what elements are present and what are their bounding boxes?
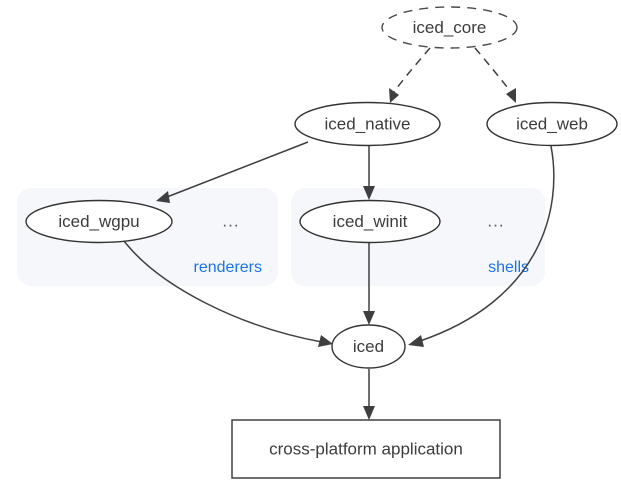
arrow-head-icon: [363, 311, 375, 325]
node-iced-native-shape[interactable]: [294, 101, 441, 147]
node-application-shape[interactable]: [231, 419, 501, 479]
node-iced-web-shape[interactable]: [486, 101, 618, 147]
edge-iced-native-to-iced-winit: [363, 146, 375, 200]
edge-iced-native-to-iced-wgpu: [156, 141, 309, 203]
edge-path: [166, 141, 309, 198]
node-iced-wgpu-label: iced_wgpu: [58, 212, 139, 231]
node-iced-winit-shape[interactable]: [299, 199, 441, 244]
node-iced-web-label: iced_web: [516, 114, 588, 133]
edge-iced-core-to-iced-native: [389, 47, 431, 103]
node-iced-winit[interactable]: iced_winit: [299, 199, 441, 244]
arrow-head-icon: [156, 191, 170, 203]
node-iced-web[interactable]: iced_web: [486, 101, 618, 147]
arrow-head-icon: [506, 88, 516, 103]
cluster-shells-label: shells: [488, 259, 529, 276]
node-iced[interactable]: iced: [331, 324, 406, 369]
arrow-head-icon: [318, 335, 333, 347]
edge-iced-to-application: [363, 369, 375, 420]
node-iced-winit-label: iced_winit: [333, 212, 408, 231]
node-iced-core-label: iced_core: [413, 18, 487, 37]
edge-path: [419, 145, 555, 342]
node-iced-shape[interactable]: [331, 324, 406, 369]
cluster-shells-ellipsis: ...: [487, 211, 504, 230]
edge-iced-web-to-iced: [408, 145, 555, 347]
cluster-renderers-ellipsis: ...: [222, 211, 239, 230]
edge-path: [393, 47, 431, 93]
arrow-head-icon: [408, 335, 424, 347]
arrow-head-icon: [363, 406, 375, 420]
edge-iced-wgpu-to-iced: [123, 240, 333, 347]
edge-path: [123, 240, 323, 343]
node-iced-wgpu-shape[interactable]: [25, 199, 173, 244]
edge-iced-core-to-iced-web: [474, 47, 516, 103]
node-iced-native[interactable]: iced_native: [294, 101, 441, 147]
node-iced-label: iced: [353, 337, 384, 356]
arrow-head-icon: [389, 88, 399, 103]
edge-iced-winit-to-iced: [363, 243, 375, 325]
node-iced-core[interactable]: iced_core: [381, 6, 518, 49]
node-iced-native-label: iced_native: [324, 114, 410, 133]
arrow-head-icon: [363, 186, 375, 200]
node-iced-wgpu[interactable]: iced_wgpu: [25, 199, 173, 244]
node-application-label: cross-platform application: [269, 439, 463, 458]
edge-path: [474, 47, 512, 93]
node-application[interactable]: cross-platform application: [231, 419, 501, 479]
node-iced-core-shape[interactable]: [381, 6, 518, 49]
cluster-renderers-label: renderers: [194, 259, 262, 276]
